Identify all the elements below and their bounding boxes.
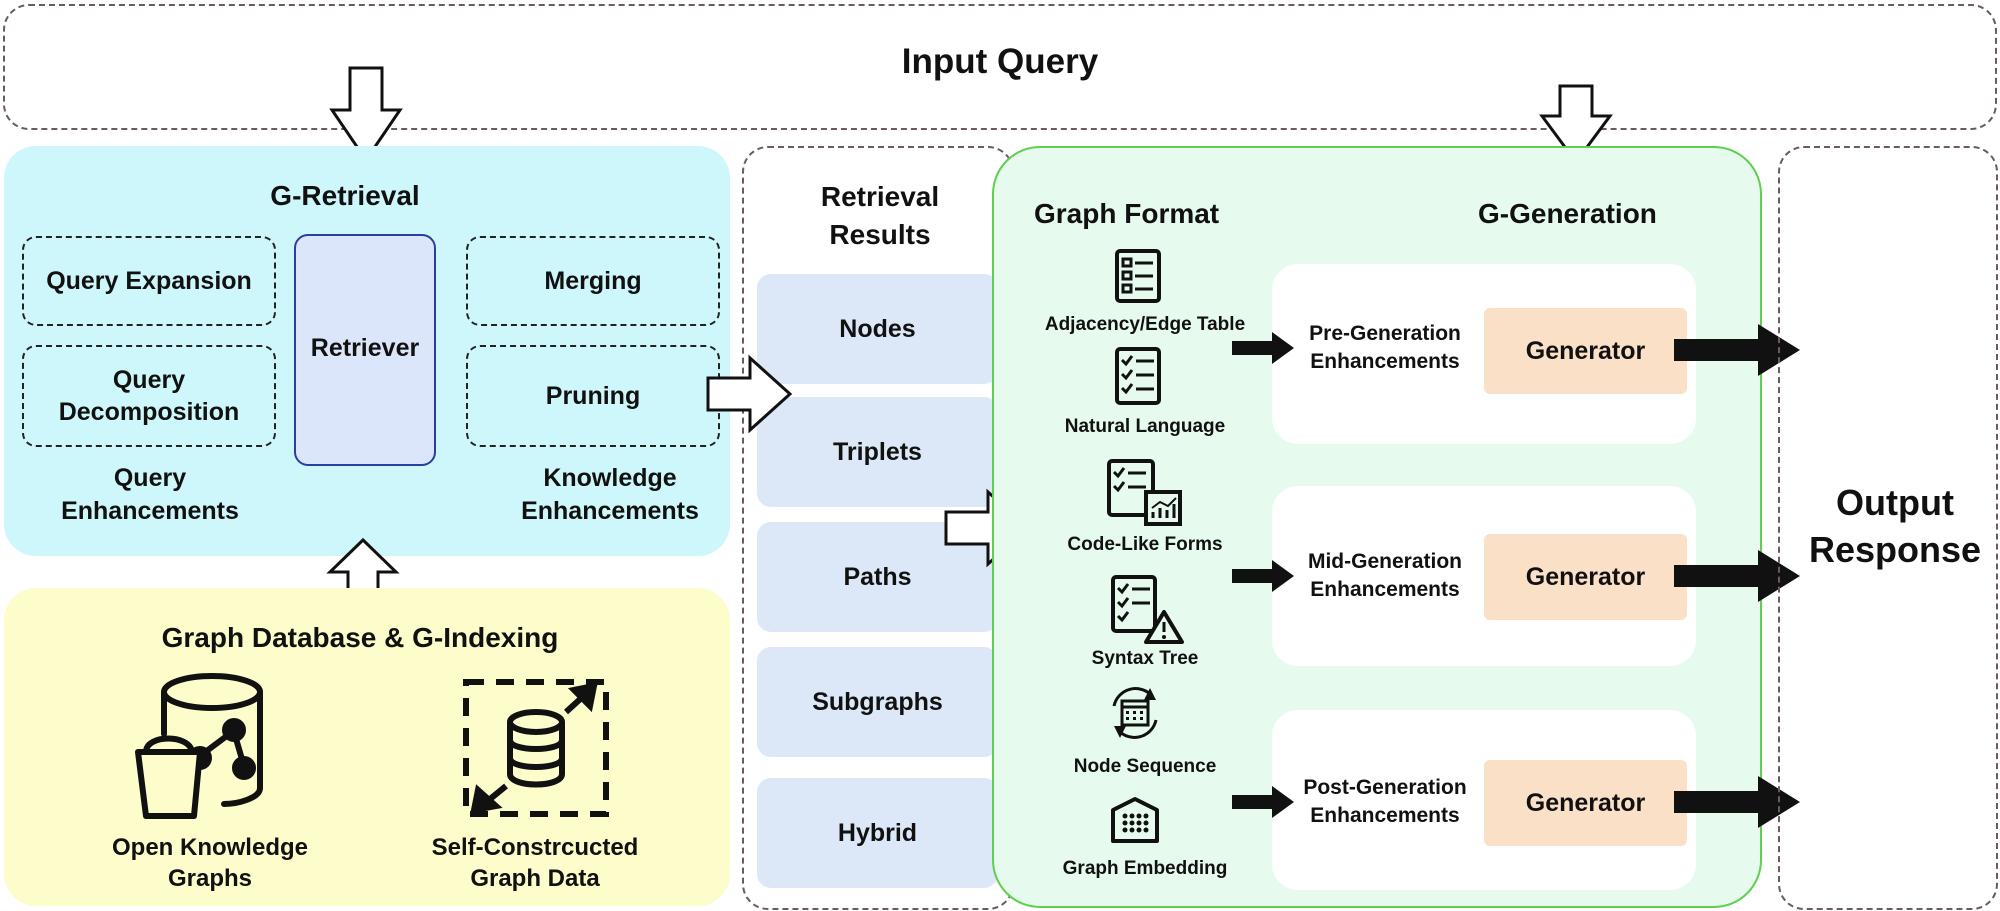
result-nodes[interactable]: Nodes <box>757 274 998 384</box>
query-decomposition-box[interactable]: Query Decomposition <box>22 345 276 447</box>
pre-generation-label: Pre-Generation Enhancements <box>1309 322 1461 374</box>
knowledge-enhancements-label: Knowledge Enhancements <box>521 464 699 525</box>
arrow-down-input-to-retrieval <box>329 66 403 163</box>
format-graph-embedding-label: Graph Embedding <box>1062 858 1228 879</box>
result-subgraphs[interactable]: Subgraphs <box>757 647 998 757</box>
retrieval-results-title: Retrieval Results <box>820 181 940 250</box>
checklist-icon <box>1115 347 1161 405</box>
graph-database-title: Graph Database & G-Indexing <box>161 622 559 653</box>
query-expansion-box[interactable]: Query Expansion <box>22 236 276 326</box>
graph-database-panel <box>4 588 730 906</box>
calendar-cycle-icon <box>1112 687 1158 739</box>
arrow-format-to-pre <box>1232 332 1294 364</box>
open-knowledge-graphs-label: Open Knowledge Graphs <box>111 834 308 893</box>
table-list-icon <box>1115 249 1161 303</box>
g-generation-title: G-Generation <box>1478 198 1657 229</box>
generator-pre[interactable]: Generator <box>1484 308 1687 394</box>
result-triplets[interactable]: Triplets <box>757 397 998 507</box>
arrow-generator-pre-to-output <box>1674 324 1800 376</box>
arrow-format-to-mid <box>1232 560 1294 592</box>
result-hybrid[interactable]: Hybrid <box>757 778 998 888</box>
arrow-down-input-to-generation <box>1539 84 1613 165</box>
format-adjacency-label: Adjacency/Edge Table <box>1044 314 1246 335</box>
input-query-title: Input Query <box>901 42 1099 81</box>
database-expand-icon <box>463 679 609 817</box>
format-node-sequence-label: Node Sequence <box>1073 756 1217 777</box>
arrow-generator-mid-to-output <box>1674 550 1800 602</box>
arrow-right-retrieval-to-results <box>706 354 793 434</box>
input-query-region <box>3 4 1997 130</box>
checklist-warning-icon <box>1111 575 1184 644</box>
mid-generation-label: Mid-Generation Enhancements <box>1307 550 1462 602</box>
format-natural-language-label: Natural Language <box>1064 416 1226 437</box>
merging-box[interactable]: Merging <box>466 236 720 326</box>
arrow-format-to-post <box>1232 786 1294 818</box>
graph-format-title: Graph Format <box>1034 198 1220 229</box>
format-syntax-tree-label: Syntax Tree <box>1091 648 1199 669</box>
checklist-chart-icon <box>1107 459 1182 526</box>
arrow-generator-post-to-output <box>1674 776 1800 828</box>
g-retrieval-title: G-Retrieval <box>270 180 420 211</box>
generator-post[interactable]: Generator <box>1484 760 1687 846</box>
retriever-box[interactable]: Retriever <box>294 234 436 466</box>
pruning-box[interactable]: Pruning <box>466 345 720 447</box>
embedding-grid-icon <box>1111 797 1159 843</box>
output-response-region <box>1778 146 1998 910</box>
format-code-like-label: Code-Like Forms <box>1067 534 1223 555</box>
self-constructed-graph-data-label: Self-Constrcucted Graph Data <box>431 834 639 893</box>
query-enhancements-label: Query Enhancements <box>61 464 239 525</box>
database-graph-icon <box>135 673 263 819</box>
generator-mid[interactable]: Generator <box>1484 534 1687 620</box>
output-response-title: Output Response <box>1808 482 1982 570</box>
post-generation-label: Post-Generation Enhancements <box>1303 776 1467 828</box>
